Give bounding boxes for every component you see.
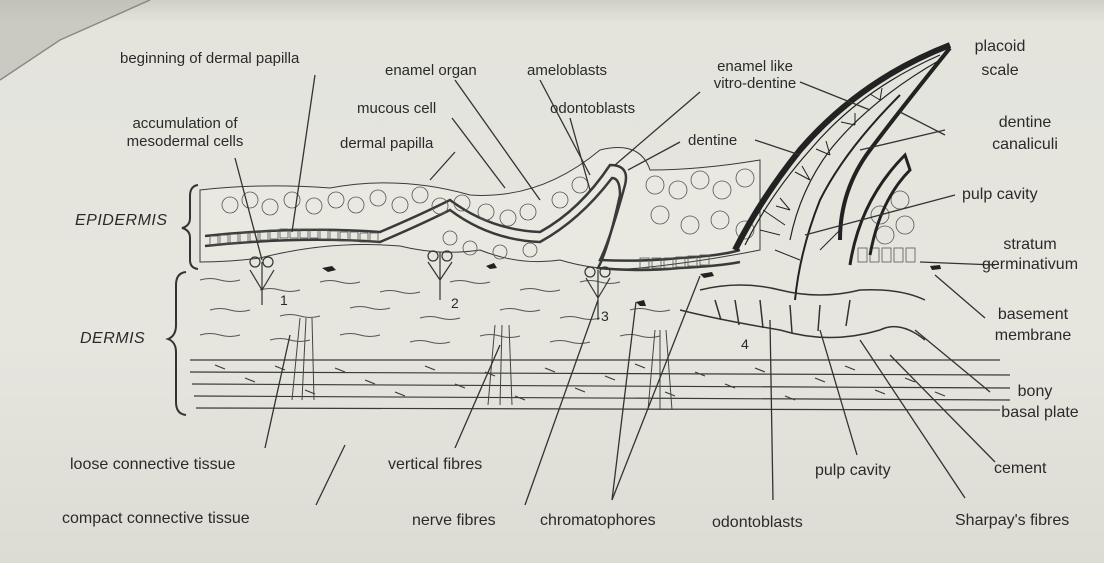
label-odontoblasts-bottom: odontoblasts	[712, 514, 803, 531]
label-membrane: membrane	[978, 327, 1088, 344]
label-pulp-cavity-right: pulp cavity	[962, 186, 1038, 203]
label-chromatophores: chromatophores	[540, 512, 656, 529]
epidermis-brace	[182, 185, 198, 269]
epidermis-label: EPIDERMIS	[75, 212, 168, 229]
label-nerve-fibres: nerve fibres	[412, 512, 496, 529]
label-sharpays-fibres: Sharpay's fibres	[955, 512, 1069, 529]
leader-compact-connective	[316, 445, 345, 505]
stage-number-3: 3	[601, 308, 609, 325]
dermis-brace	[168, 272, 186, 415]
basal-plate	[680, 285, 925, 340]
leader-nerve-fibres	[525, 300, 598, 505]
label-enamel-like-2: vitro-dentine	[700, 75, 810, 92]
label-enamel-organ: enamel organ	[385, 62, 477, 79]
leader-pulp-cavity-right	[805, 195, 955, 235]
label-beginning-of-dermal-papilla: beginning of dermal papilla	[120, 50, 299, 67]
label-odontoblasts-top: odontoblasts	[550, 100, 635, 117]
label-vertical-fibres: vertical fibres	[388, 456, 482, 473]
label-ameloblasts: ameloblasts	[527, 62, 607, 79]
dermal-papillae	[250, 251, 610, 320]
label-scale: scale	[960, 62, 1040, 79]
label-dentine-canaliculi-2: canaliculi	[975, 136, 1075, 153]
label-bony: bony	[985, 383, 1085, 400]
leader-canaliculi-1	[860, 130, 945, 150]
label-placoid: placoid	[960, 38, 1040, 55]
leader-enamel-organ	[455, 80, 540, 200]
label-mucous-cell: mucous cell	[357, 100, 436, 117]
dermis-label: DERMIS	[80, 330, 145, 347]
label-loose-connective-tissue: loose connective tissue	[70, 456, 235, 473]
label-accumulation-1: accumulation of	[100, 115, 270, 132]
epidermis-layer	[200, 148, 760, 271]
leader-canaliculi-2	[900, 112, 945, 135]
stage-number-2: 2	[451, 295, 459, 312]
label-dentine-canaliculi-1: dentine	[975, 114, 1075, 131]
label-dermal-papilla: dermal papilla	[340, 135, 433, 152]
paper-shadow	[0, 0, 150, 80]
label-dentine: dentine	[688, 132, 737, 149]
label-germinativum: germinativum	[980, 256, 1080, 273]
label-basal-plate: basal plate	[985, 404, 1095, 421]
leader-dermal-papilla	[430, 152, 455, 180]
leader-loose-connective	[265, 335, 290, 448]
label-compact-connective-tissue: compact connective tissue	[62, 510, 250, 527]
label-basement: basement	[978, 306, 1088, 323]
label-stratum: stratum	[980, 236, 1080, 253]
label-accumulation-2: mesodermal cells	[100, 133, 270, 150]
stage-number-4: 4	[741, 336, 749, 353]
leader-dentine-right	[755, 140, 800, 155]
label-enamel-like-1: enamel like	[700, 58, 810, 75]
label-pulp-cavity-bottom: pulp cavity	[815, 462, 891, 479]
stage-number-1: 1	[280, 292, 288, 309]
label-cement: cement	[994, 460, 1046, 477]
loose-connective-tissue	[200, 279, 670, 344]
leader-mucous-cell	[452, 118, 505, 188]
leader-pulp-cavity-bottom	[820, 330, 857, 455]
